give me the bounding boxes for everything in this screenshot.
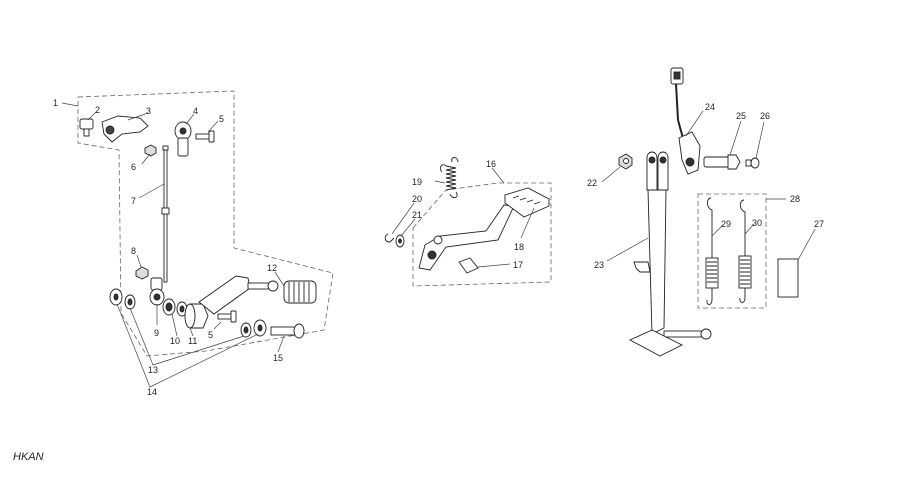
part-washer-21 <box>395 234 405 248</box>
callout-15: 15 <box>273 353 283 363</box>
callout-14: 14 <box>147 387 157 397</box>
callout-28: 28 <box>790 194 800 204</box>
part-spring-19 <box>439 157 459 199</box>
part-washer-10 <box>162 298 188 317</box>
callout-25: 25 <box>736 111 746 121</box>
callout-30: 30 <box>752 218 762 228</box>
part-side-stand-23 <box>628 151 712 357</box>
group-box-gear-shift <box>77 90 334 357</box>
part-brake-pedal-16 <box>418 204 515 271</box>
callout-labels: 1 2 3 4 5 6 7 8 9 10 11 12 13 14 15 16 1… <box>53 98 824 397</box>
part-spring-30 <box>738 199 752 303</box>
callout-29: 29 <box>721 219 731 229</box>
part-bolt-26 <box>745 157 760 169</box>
callout-2: 2 <box>95 105 100 115</box>
part-nut-22 <box>618 153 633 170</box>
part-shift-rod-7 <box>161 145 170 283</box>
part-washer-13 <box>124 294 252 338</box>
part-collar-25 <box>703 154 741 170</box>
part-pedal-rubber-18 <box>504 187 551 218</box>
callout-7: 7 <box>131 196 136 206</box>
part-shift-lever-12 <box>198 275 317 315</box>
callout-13: 13 <box>148 365 158 375</box>
callout-18: 18 <box>514 242 524 252</box>
callout-20: 20 <box>412 194 422 204</box>
part-switch-24 <box>670 67 701 175</box>
part-rod-end-4 <box>174 121 192 157</box>
part-clip-20 <box>384 233 395 243</box>
callout-23: 23 <box>594 260 604 270</box>
callout-9: 9 <box>154 328 159 338</box>
callout-10: 10 <box>170 336 180 346</box>
callout-4: 4 <box>193 106 198 116</box>
part-bushing-11 <box>184 303 209 329</box>
part-bolt-5 <box>195 130 215 143</box>
callout-27: 27 <box>814 219 824 229</box>
diagram-code: HKAN <box>13 451 44 463</box>
part-rod-end-9 <box>149 277 165 306</box>
callout-24: 24 <box>705 102 715 112</box>
part-nut-6 <box>144 144 157 157</box>
callout-5b: 5 <box>208 330 213 340</box>
callout-17: 17 <box>513 260 523 270</box>
leader-lines <box>61 102 816 388</box>
part-nut-8 <box>135 266 149 280</box>
callout-11: 11 <box>188 336 197 346</box>
part-sleeve-27 <box>777 258 799 298</box>
callout-3: 3 <box>146 106 151 116</box>
part-spring-29 <box>705 197 719 305</box>
group-box-springs <box>697 193 767 309</box>
callout-1: 1 <box>53 98 58 108</box>
part-shift-clamp-3 <box>101 115 149 143</box>
callout-16: 16 <box>486 159 496 169</box>
part-sleeve-17 <box>458 257 479 274</box>
callout-26: 26 <box>760 111 770 121</box>
part-bolt-5b <box>217 310 237 323</box>
callout-8: 8 <box>131 246 136 256</box>
part-washer-14 <box>109 288 267 337</box>
callout-5: 5 <box>219 114 224 124</box>
callout-22: 22 <box>587 178 597 188</box>
part-pivot-bolt-15 <box>270 323 305 339</box>
callout-19: 19 <box>412 177 422 187</box>
callout-12: 12 <box>267 263 277 273</box>
part-bolt-2 <box>79 118 94 137</box>
callout-6: 6 <box>131 162 136 172</box>
callout-21: 21 <box>412 210 422 220</box>
